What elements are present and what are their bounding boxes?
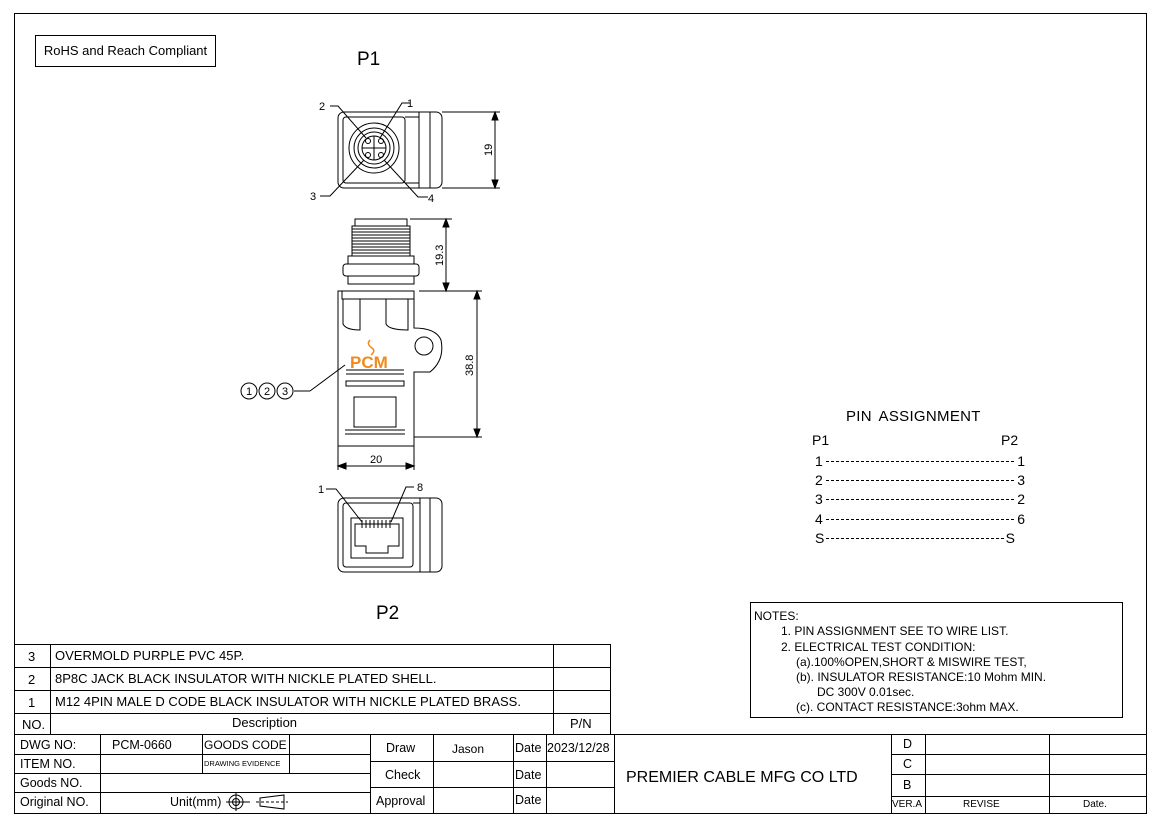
pin-left: S: [815, 530, 825, 546]
connector-body: [337, 290, 443, 447]
bom-desc: M12 4PIN MALE D CODE BLACK INSULATOR WIT…: [55, 694, 521, 709]
ver-label: VER.A: [892, 799, 923, 810]
p2-pin-1-label: 1: [318, 484, 324, 496]
dim-19-3: 19.3: [434, 245, 446, 266]
drawing-frame: [14, 13, 1147, 814]
pin-left: 4: [815, 511, 823, 527]
goods-code-label: GOODS CODE: [204, 738, 287, 752]
pin-wire: [826, 461, 1014, 462]
bom-no: 2: [28, 672, 36, 687]
revision-d: D: [903, 737, 913, 751]
dim-19: 19: [483, 144, 495, 156]
draw-by: Jason: [452, 742, 485, 756]
logo-text: PCM: [350, 353, 388, 372]
bom-no: 1: [28, 695, 36, 710]
p1-pin-3-label: 3: [310, 191, 316, 203]
bom-header-desc: Description: [232, 715, 298, 730]
bom-no: 3: [28, 649, 36, 664]
original-no-label: Original NO.: [20, 795, 89, 809]
draw-label: Draw: [386, 741, 416, 755]
p1-pin-1-label: 1: [407, 98, 413, 110]
draw-date-label: Date: [515, 741, 542, 755]
revision-b: B: [903, 778, 912, 792]
p2-pin-8-label: 8: [417, 482, 423, 494]
notes-title: NOTES:: [754, 609, 799, 623]
pin-wire: [826, 499, 1014, 500]
callout-3: 3: [282, 386, 288, 398]
pin-wire: [826, 519, 1014, 520]
callout-1: 1: [246, 386, 252, 398]
p1-end-view: [320, 102, 443, 198]
pin-wire: [826, 538, 1004, 539]
pin-right: 6: [1017, 511, 1025, 527]
note-line: 2. ELECTRICAL TEST CONDITION:: [781, 640, 976, 654]
dim-20: 20: [370, 454, 382, 466]
goods-no-label: Goods NO.: [20, 776, 83, 790]
dwg-no-label: DWG NO:: [20, 738, 77, 752]
dim-38-8: 38.8: [464, 355, 476, 376]
item-no-label: ITEM NO.: [20, 757, 76, 771]
notes-box: NOTES: 1. PIN ASSIGNMENT SEE TO WIRE LIS…: [750, 602, 1123, 718]
p2-label: P2: [376, 603, 400, 624]
note-line: (c). CONTACT RESISTANCE:3ohm MAX.: [796, 700, 1019, 714]
note-line: DC 300V 0.01sec.: [817, 685, 915, 699]
callout-2: 2: [264, 386, 270, 398]
p1-pin-4-label: 4: [428, 193, 434, 205]
unit-label: Unit(mm): [170, 795, 222, 809]
rev-date-label: Date.: [1083, 799, 1107, 810]
bom-desc: 8P8C JACK BLACK INSULATOR WITH NICKLE PL…: [55, 671, 437, 686]
note-line: 1. PIN ASSIGNMENT SEE TO WIRE LIST.: [781, 624, 1009, 638]
bom-desc: OVERMOLD PURPLE PVC 45P.: [55, 648, 245, 663]
pin-right: S: [1005, 530, 1015, 546]
pin-left: 3: [815, 491, 823, 507]
pin-wire: [826, 480, 1014, 481]
pcm-logo: PCM: [350, 339, 388, 372]
note-line: (a).100%OPEN,SHORT & MISWIRE TEST,: [796, 655, 1027, 669]
drawing-evidence-label: DRAWING EVIDENCE: [204, 759, 281, 768]
p1-pin-2-label: 2: [319, 101, 325, 113]
approval-date-label: Date: [515, 793, 542, 807]
projection-symbol-icon: [226, 793, 288, 811]
pin-left: 2: [815, 472, 823, 488]
revise-label: REVISE: [963, 799, 1000, 810]
pin-assignment-title: PIN ASSIGNMENT: [846, 408, 981, 425]
pin-right: 3: [1017, 472, 1025, 488]
compliance-badge: RoHS and Reach Compliant: [35, 35, 216, 67]
pin-head-p1: P1: [812, 432, 830, 448]
pin-head-p2: P2: [1001, 432, 1019, 448]
revision-c: C: [903, 757, 913, 771]
m12-thread: [342, 218, 420, 285]
draw-date: 2023/12/28: [547, 741, 610, 755]
approval-label: Approval: [376, 794, 426, 808]
p2-end-view: [326, 486, 443, 573]
check-date-label: Date: [515, 768, 542, 782]
note-line: (b). INSULATOR RESISTANCE:10 Mohm MIN.: [796, 670, 1047, 684]
dwg-no-value: PCM-0660: [112, 738, 172, 752]
check-label: Check: [385, 768, 421, 782]
p1-label: P1: [357, 49, 381, 70]
company-name: PREMIER CABLE MFG CO LTD: [626, 769, 858, 786]
bom-header-no: NO.: [22, 717, 46, 732]
bom-header-pn: P/N: [570, 716, 592, 731]
pin-right: 1: [1017, 453, 1025, 469]
pin-right: 2: [1017, 491, 1025, 507]
pin-left: 1: [815, 453, 823, 469]
